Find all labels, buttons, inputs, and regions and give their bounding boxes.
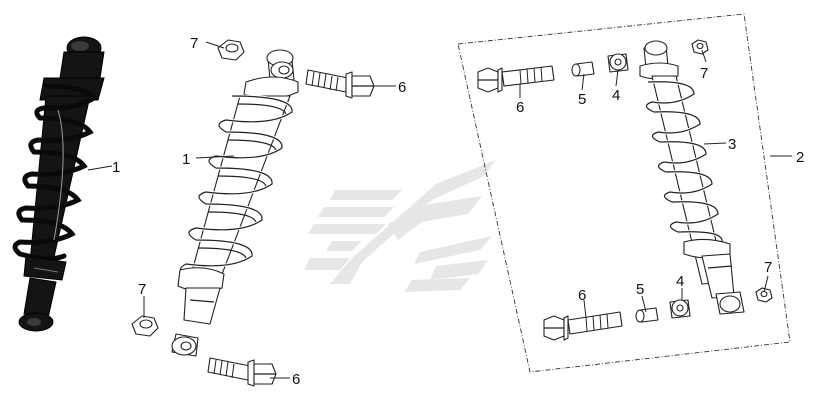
callout-item-7-top-middle: 7 [190,35,198,52]
bolt-lower-right [543,311,623,341]
assembly-frame [457,13,791,373]
shock-absorber-outline [171,49,299,357]
shock-absorber-assembly [639,40,745,315]
spacer-lower [635,307,659,323]
callout-item-6-bottom-middle: 6 [292,371,300,388]
callout-item-7-top-right: 7 [700,65,708,82]
callout-item-6-top-right: 6 [516,99,524,116]
callout-item-6-top-middle: 6 [398,79,406,96]
bushing-lower [669,299,691,319]
spacer-upper [571,61,595,77]
watermark-logo [304,160,496,292]
callout-item-5-top: 5 [578,91,586,108]
callout-item-5-bottom: 5 [636,281,644,298]
bolt-lower-middle [207,357,277,387]
callout-item-6-bottom-right: 6 [578,287,586,304]
shock-absorber-black [12,36,105,332]
callout-item-7-bottom-right: 7 [764,259,772,276]
nut-lower-middle [131,315,159,337]
callout-item-4-top: 4 [612,87,620,104]
bolt-upper-middle [305,69,375,99]
bolt-upper-right [477,65,555,93]
callout-item-3: 3 [728,136,736,153]
bushing-upper [607,53,629,73]
leader-lines [87,41,792,379]
callout-labels: 1 7 6 1 7 6 6 5 4 7 3 2 6 5 4 7 [112,35,804,388]
callout-item-2: 2 [796,149,804,166]
callout-item-4-bottom: 4 [676,273,684,290]
nut-upper-right [691,39,709,55]
nut-lower-right [755,287,773,303]
callout-item-1-black: 1 [112,159,120,176]
nut-upper-middle [217,39,245,61]
callout-item-7-bottom-middle: 7 [138,281,146,298]
callout-item-1-outline: 1 [182,151,190,168]
